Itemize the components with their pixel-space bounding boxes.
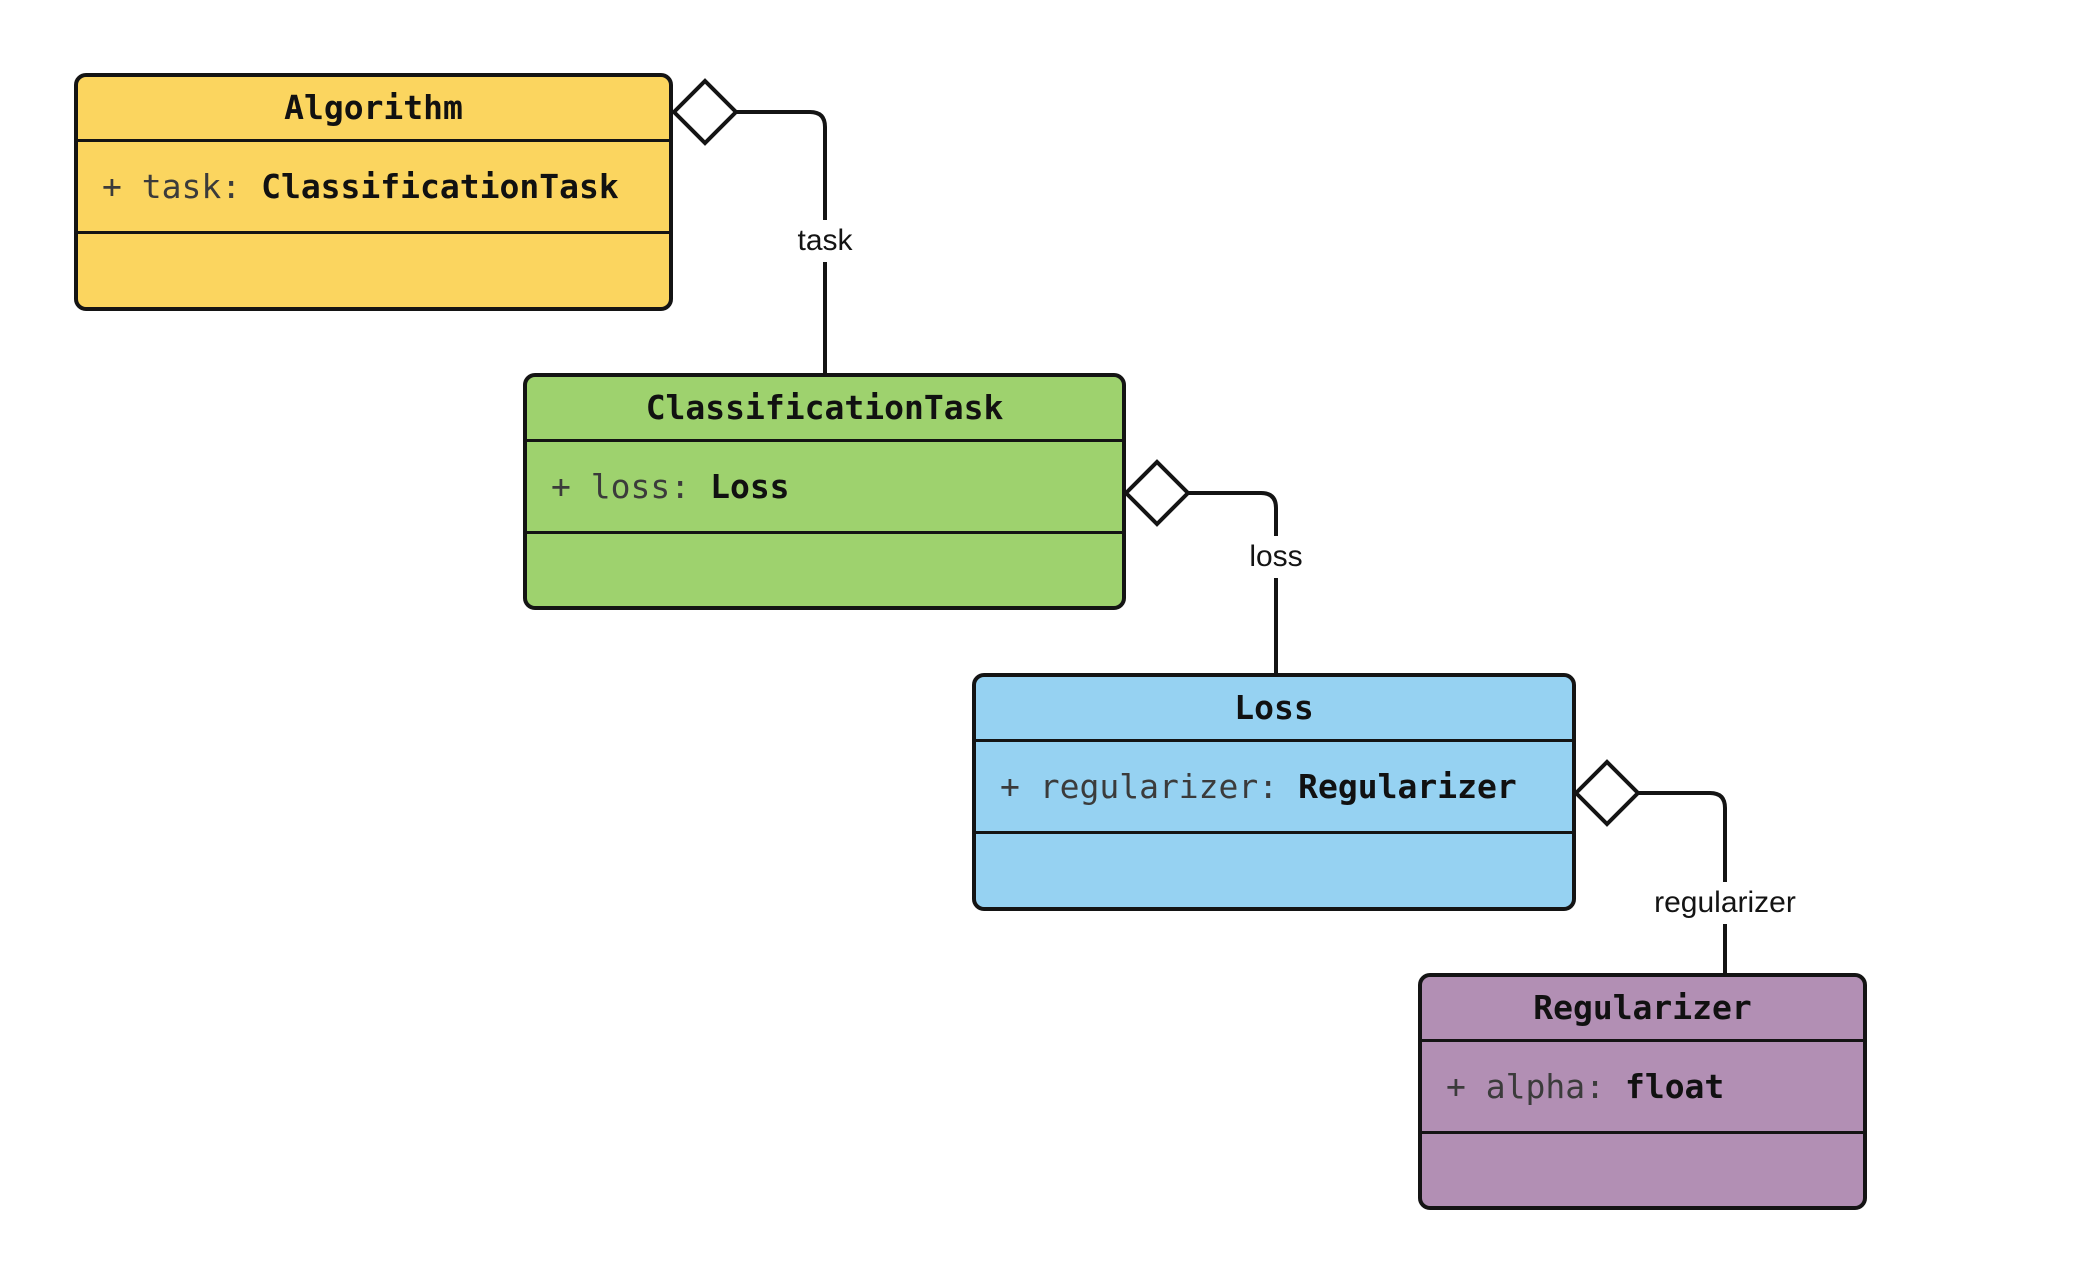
relation-label-task: task [791, 220, 859, 262]
class-attribute: + alpha: float [1422, 1039, 1863, 1134]
attribute-name: + task: [102, 167, 242, 206]
class-attribute: + loss: Loss [527, 439, 1122, 534]
class-title: Algorithm [284, 88, 463, 127]
aggregation-diamond-icon [1123, 459, 1191, 527]
attribute-type: Loss [710, 467, 790, 506]
class-title: Loss [1234, 688, 1314, 727]
class-empty-section [976, 834, 1572, 907]
attribute-name: + alpha: [1446, 1067, 1605, 1106]
class-box-loss: Loss + regularizer: Regularizer [972, 673, 1576, 911]
class-box-classificationtask: ClassificationTask + loss: Loss [523, 373, 1126, 610]
class-attribute: + task: ClassificationTask [78, 139, 669, 234]
class-empty-section [78, 234, 669, 307]
aggregation-diamond-icon [671, 78, 739, 146]
class-title: ClassificationTask [645, 388, 1004, 427]
relation-label-regularizer: regularizer [1648, 882, 1802, 924]
attribute-name: + loss: [551, 467, 691, 506]
class-empty-section [527, 534, 1122, 606]
class-box-algorithm: Algorithm + task: ClassificationTask [74, 73, 673, 311]
class-box-regularizer: Regularizer + alpha: float [1418, 973, 1867, 1210]
attribute-name: + regularizer: [1000, 767, 1279, 806]
relation-label-loss: loss [1243, 536, 1309, 578]
class-attribute: + regularizer: Regularizer [976, 739, 1572, 834]
aggregation-connector-loss [1188, 491, 1278, 673]
aggregation-diamond-icon [1573, 759, 1641, 827]
attribute-type: Regularizer [1298, 767, 1517, 806]
attribute-type: ClassificationTask [261, 167, 619, 206]
class-empty-section [1422, 1134, 1863, 1206]
class-title: Regularizer [1533, 988, 1752, 1027]
attribute-type: float [1624, 1067, 1725, 1106]
